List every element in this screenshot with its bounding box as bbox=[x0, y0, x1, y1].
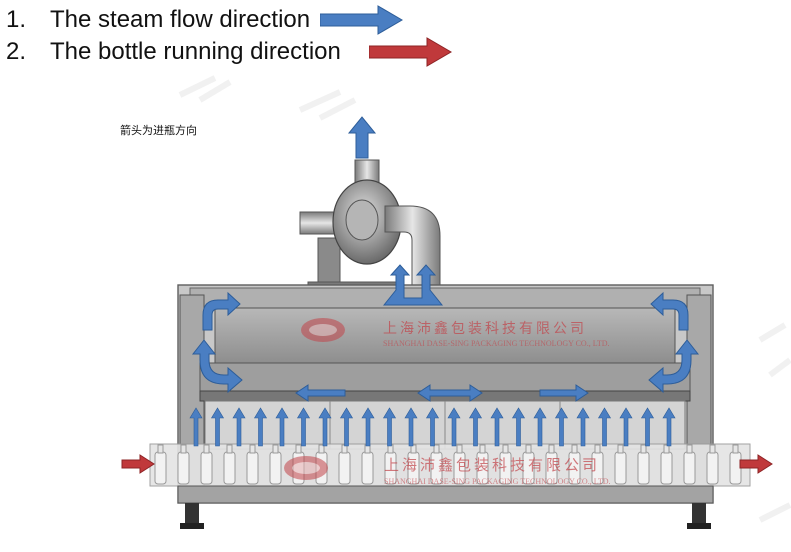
bottle bbox=[568, 444, 581, 485]
steam-curve-arrow bbox=[202, 291, 241, 331]
legend-label: The steam flow direction bbox=[50, 6, 311, 33]
caption: 箭头为进瓶方向 bbox=[120, 124, 197, 137]
steam-rising-arrow bbox=[275, 407, 289, 447]
steam-rising-arrow bbox=[447, 407, 461, 447]
bottle bbox=[683, 444, 696, 485]
legend: 1. The steam flow direction 2. The bottl… bbox=[6, 4, 453, 68]
bottle bbox=[384, 444, 397, 485]
steam-rising-arrow bbox=[361, 407, 375, 447]
steam-rising-arrow bbox=[662, 407, 676, 447]
bottle bbox=[545, 444, 558, 485]
steam-curve-arrow bbox=[650, 291, 689, 331]
blower-fan bbox=[299, 159, 441, 301]
bottle bbox=[522, 444, 535, 485]
steam-rising-arrow bbox=[232, 407, 246, 447]
bottle-out-arrow bbox=[739, 454, 773, 474]
steam-rising-arrow bbox=[382, 407, 397, 447]
steam-exhaust-arrow bbox=[347, 116, 377, 159]
steam-rising-arrow bbox=[210, 407, 225, 447]
steam-rising-arrow bbox=[404, 407, 418, 447]
bottle bbox=[177, 444, 190, 485]
bottle bbox=[729, 444, 742, 485]
legend-item-bottle: 2. The bottle running direction bbox=[6, 36, 453, 68]
steam-rising-arrows bbox=[189, 407, 676, 447]
bottle bbox=[407, 444, 420, 485]
company-name-cn: 上海沛鑫包装科技有限公司 bbox=[383, 320, 587, 337]
bottle bbox=[338, 444, 351, 485]
bottle bbox=[246, 444, 259, 485]
steam-horizontal-arrow bbox=[417, 384, 483, 402]
bottle bbox=[223, 444, 236, 485]
steam-rising-arrow bbox=[554, 407, 569, 447]
steam-rising-arrow bbox=[597, 407, 612, 447]
bottle bbox=[706, 444, 719, 485]
watermark bbox=[178, 75, 791, 523]
bottle bbox=[453, 444, 466, 485]
bottle bbox=[430, 444, 443, 485]
steam-rising-arrow bbox=[533, 407, 547, 447]
legend-number: 1. bbox=[6, 6, 27, 33]
company-name-en: SHANGHAI DASE-SING PACKAGING TECHNOLOGY … bbox=[384, 477, 611, 486]
steam-rising-arrow bbox=[189, 407, 203, 447]
bottle bbox=[614, 444, 627, 485]
bottle bbox=[269, 444, 282, 485]
steam-rising-arrow bbox=[253, 407, 268, 447]
steam-rising-arrow bbox=[296, 407, 311, 447]
steam-rising-arrow bbox=[576, 407, 590, 447]
company-name-en: SHANGHAI DASE-SING PACKAGING TECHNOLOGY … bbox=[383, 339, 610, 348]
legend-item-steam: 1. The steam flow direction bbox=[6, 4, 453, 36]
bottle bbox=[476, 444, 489, 485]
bottle bbox=[660, 444, 673, 485]
bottle bbox=[200, 444, 213, 485]
steam-rising-arrow bbox=[425, 407, 440, 447]
bottle bbox=[637, 444, 650, 485]
legend-label: The bottle running direction bbox=[50, 38, 341, 65]
company-name-cn: 上海沛鑫包装科技有限公司 bbox=[384, 456, 600, 474]
steam-curve-arrow bbox=[648, 339, 700, 394]
steam-rising-arrow bbox=[490, 407, 504, 447]
steam-curve-arrow bbox=[191, 339, 243, 394]
bottle bbox=[154, 444, 167, 485]
steam-rising-arrow bbox=[619, 407, 633, 447]
steam-flow-arrows bbox=[191, 116, 700, 402]
bottle-in-arrow bbox=[121, 454, 155, 474]
steam-rising-arrow bbox=[468, 407, 483, 447]
steam-rising-arrow bbox=[511, 407, 526, 447]
steam-rising-arrow bbox=[318, 407, 332, 447]
bottle-row bbox=[154, 444, 742, 485]
bottle bbox=[499, 444, 512, 485]
steam-rising-arrow bbox=[339, 407, 354, 447]
bottle bbox=[591, 444, 604, 485]
steam-horizontal-arrow bbox=[295, 384, 346, 402]
steam-rising-arrow bbox=[640, 407, 655, 447]
company-logo bbox=[284, 318, 345, 480]
bottle bbox=[361, 444, 374, 485]
bottle-direction-arrows bbox=[121, 454, 773, 474]
steam-horizontal-arrow bbox=[539, 384, 589, 402]
legend-number: 2. bbox=[6, 38, 27, 65]
bottle-arrow-icon bbox=[368, 37, 452, 67]
steam-inlet-arrow bbox=[382, 264, 444, 306]
steam-arrow-icon bbox=[320, 5, 404, 35]
